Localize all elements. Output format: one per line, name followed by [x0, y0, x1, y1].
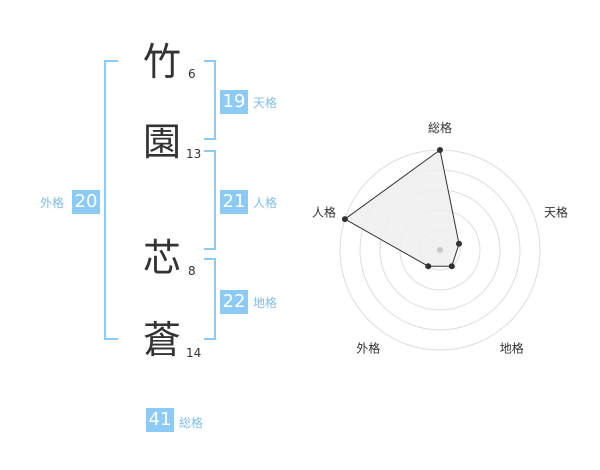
radar-center-dot [437, 247, 443, 253]
radar-axis-label-3: 地格 [500, 341, 524, 356]
tenkaku-bracket [204, 60, 216, 140]
stroke-count-2: 13 [186, 147, 202, 161]
chikaku-value: 22 [220, 290, 248, 314]
chikaku-label: 地格 [253, 296, 278, 310]
stroke-count-3: 8 [188, 264, 196, 278]
stroke-count-1: 6 [188, 67, 196, 81]
name-character-3: 芯 [142, 236, 181, 280]
radar-axis-label-5: 人格 [312, 204, 336, 219]
radar-point-1 [437, 147, 443, 153]
name-character-1: 竹 [142, 40, 181, 84]
gaikaku-label: 外格 [40, 196, 65, 210]
radar-axis-label-1: 総格 [428, 120, 452, 135]
soukaku-value: 41 [146, 408, 174, 432]
stroke-count-4: 14 [186, 346, 202, 360]
radar-axis-label-4: 外格 [356, 341, 380, 356]
tenkaku-value: 19 [220, 90, 248, 114]
tenkaku-label: 天格 [253, 96, 278, 110]
radar-series-area [343, 149, 460, 267]
soukaku-label: 総格 [179, 416, 204, 430]
jinkaku-value: 21 [220, 190, 248, 214]
name-character-4: 蒼 [142, 318, 181, 362]
radar-point-3 [448, 263, 455, 270]
radar-point-2 [456, 240, 462, 247]
radar-point-5 [341, 216, 348, 223]
chikaku-bracket [204, 258, 216, 340]
radar-axis-label-2: 天格 [544, 204, 568, 219]
radar-point-4 [425, 263, 432, 270]
gaikaku-bracket [104, 60, 118, 340]
jinkaku-label: 人格 [253, 196, 278, 210]
gaikaku-value: 20 [72, 190, 100, 214]
name-character-2: 園 [142, 120, 181, 164]
jinkaku-bracket [204, 150, 216, 250]
